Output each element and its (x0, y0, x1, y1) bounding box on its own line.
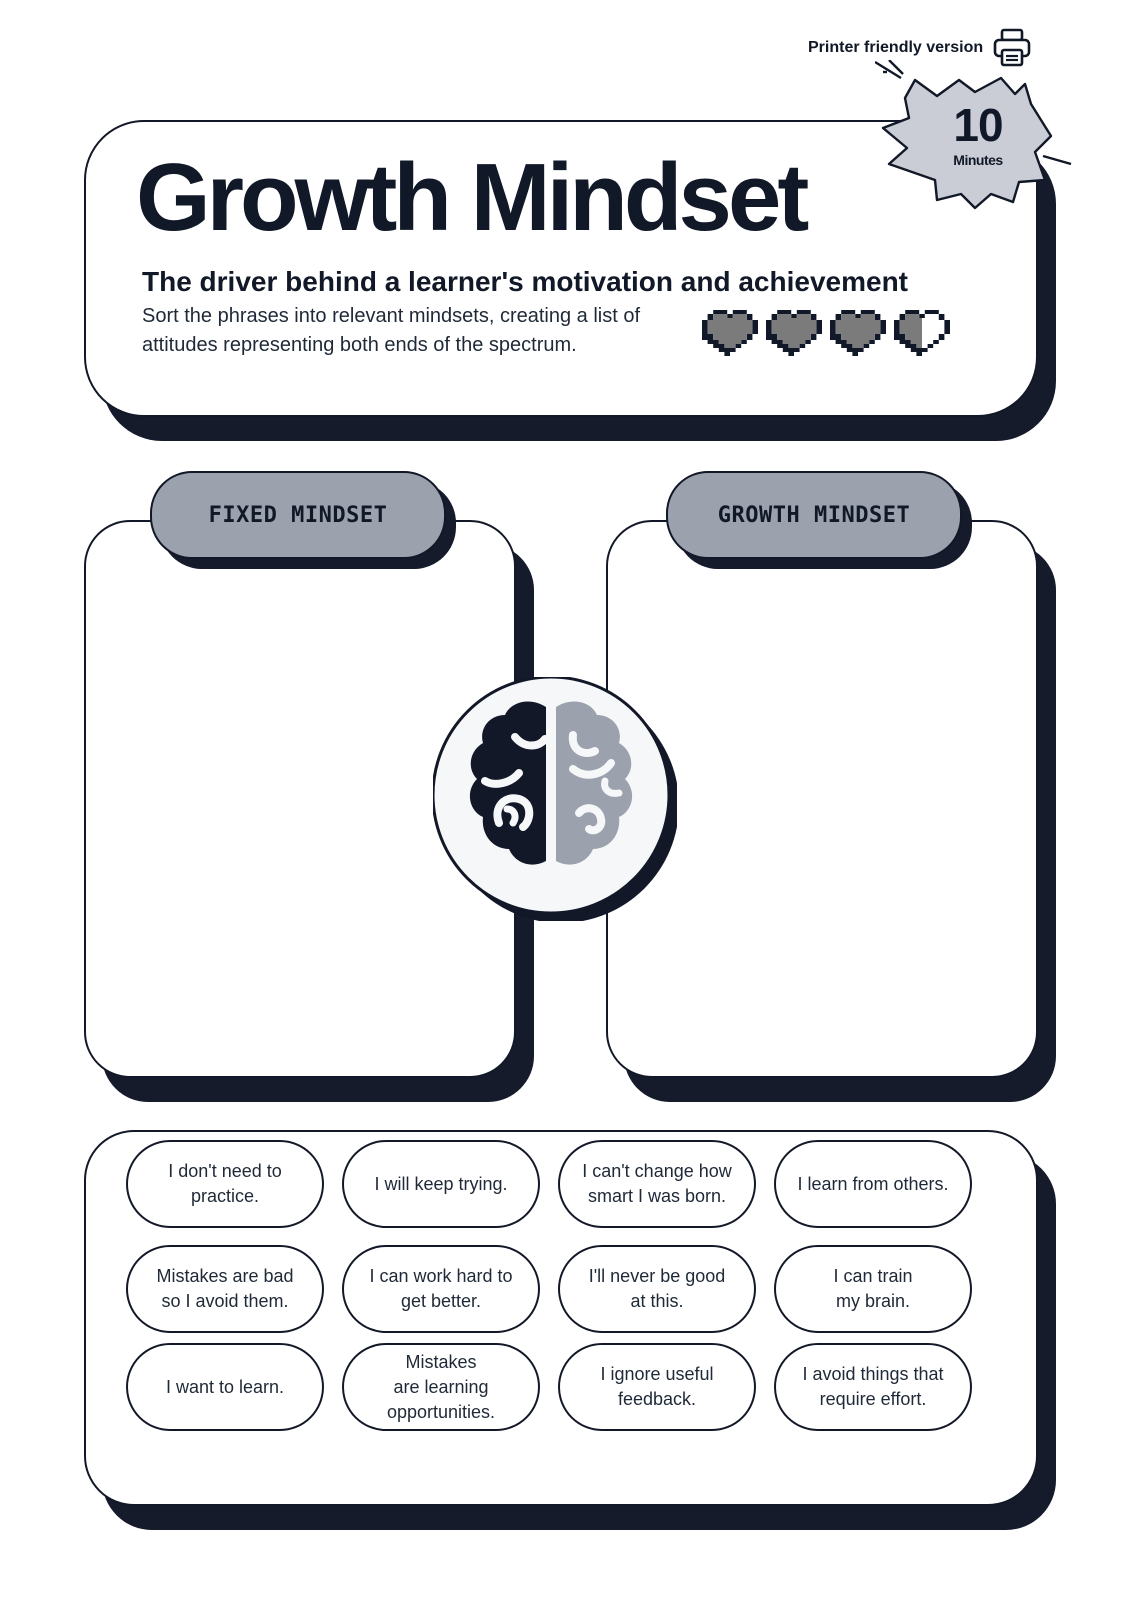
page-title: Growth Mindset (136, 144, 809, 251)
timer-badge: 10 Minutes (875, 60, 1081, 230)
timer-value: 10 (953, 99, 1003, 151)
phrase-chip[interactable]: I learn from others. (774, 1140, 972, 1228)
phrase-chip[interactable]: I can work hard to get better. (342, 1245, 540, 1333)
growth-mindset-dropzone[interactable] (606, 520, 1038, 1078)
starburst-icon (875, 60, 1072, 210)
phrase-chip[interactable]: I can't change how smart I was born. (558, 1140, 756, 1228)
heart-icon (702, 310, 758, 356)
printer-icon[interactable] (993, 28, 1031, 68)
heart-icon (830, 310, 886, 356)
heart-icon (894, 310, 950, 356)
phrase-chip[interactable]: I can train my brain. (774, 1245, 972, 1333)
page-subtitle: The driver behind a learner's motivation… (142, 266, 908, 297)
phrase-chip[interactable]: Mistakes are learning opportunities. (342, 1343, 540, 1431)
printer-friendly-link[interactable]: Printer friendly version (808, 28, 1031, 68)
heart-icon (766, 310, 822, 356)
phrase-chip[interactable]: I don't need to practice. (126, 1140, 324, 1228)
phrase-chip[interactable]: I ignore useful feedback. (558, 1343, 756, 1431)
difficulty-rating (702, 310, 950, 356)
phrase-chip[interactable]: I will keep trying. (342, 1140, 540, 1228)
printer-friendly-label: Printer friendly version (808, 39, 984, 56)
timer-unit: Minutes (953, 152, 1003, 168)
phrase-chip[interactable]: I'll never be good at this. (558, 1245, 756, 1333)
brain-icon (433, 677, 677, 921)
page-instructions: Sort the phrases into relevant mindsets,… (142, 305, 641, 356)
growth-mindset-heading: GROWTH MINDSET (666, 471, 962, 559)
phrase-chip[interactable]: Mistakes are bad so I avoid them. (126, 1245, 324, 1333)
phrase-chip[interactable]: I want to learn. (126, 1343, 324, 1431)
phrase-chip[interactable]: I avoid things that require effort. (774, 1343, 972, 1431)
header-card (84, 120, 1038, 417)
fixed-mindset-heading: FIXED MINDSET (150, 471, 446, 559)
